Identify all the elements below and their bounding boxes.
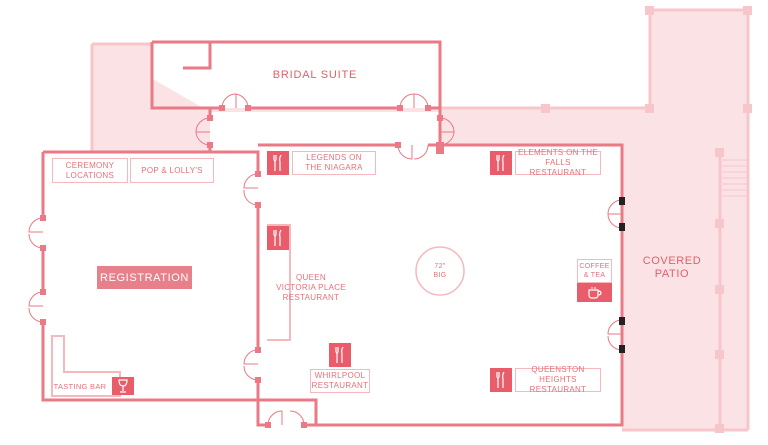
- coffee-tea-label[interactable]: COFFEE & TEA: [577, 259, 612, 283]
- covered-patio-area: [440, 10, 748, 430]
- whirlpool-fork-knife-icon: [329, 343, 351, 367]
- coffee-cup-icon: [577, 283, 612, 302]
- wine-glass-icon: [112, 377, 134, 395]
- queen-victoria-fork-knife-icon: [267, 226, 289, 250]
- round-table-72-big-label: 72" BIG: [433, 263, 447, 279]
- whirlpool-label[interactable]: WHIRLPOOL RESTAURANT: [310, 369, 370, 393]
- queenston-label[interactable]: QUEENSTON HEIGHTS RESTAURANT: [515, 365, 601, 394]
- tasting-bar-label[interactable]: TASTING BAR: [53, 382, 107, 391]
- queenston-fork-knife-icon: [490, 368, 512, 392]
- queen-victoria-label[interactable]: QUEEN VICTORIA PLACE RESTAURANT: [276, 273, 346, 302]
- round-table: [415, 246, 465, 296]
- legends-label[interactable]: LEGENDS ON THE NIAGARA: [292, 151, 376, 175]
- legends-fork-knife-icon: [267, 151, 289, 175]
- bridal-suite-label: BRIDAL SUITE: [272, 69, 358, 81]
- covered-patio-label: COVERED PATIO: [642, 255, 702, 280]
- elements-label[interactable]: ELEMENTS ON THE FALLS RESTAURANT: [515, 148, 601, 177]
- ceremony-locations-label[interactable]: CEREMONY LOCATIONS: [52, 158, 128, 183]
- elements-fork-knife-icon: [490, 151, 512, 175]
- registration-label[interactable]: REGISTRATION: [97, 266, 192, 289]
- pop-lollys-label[interactable]: POP & LOLLY'S: [130, 158, 214, 183]
